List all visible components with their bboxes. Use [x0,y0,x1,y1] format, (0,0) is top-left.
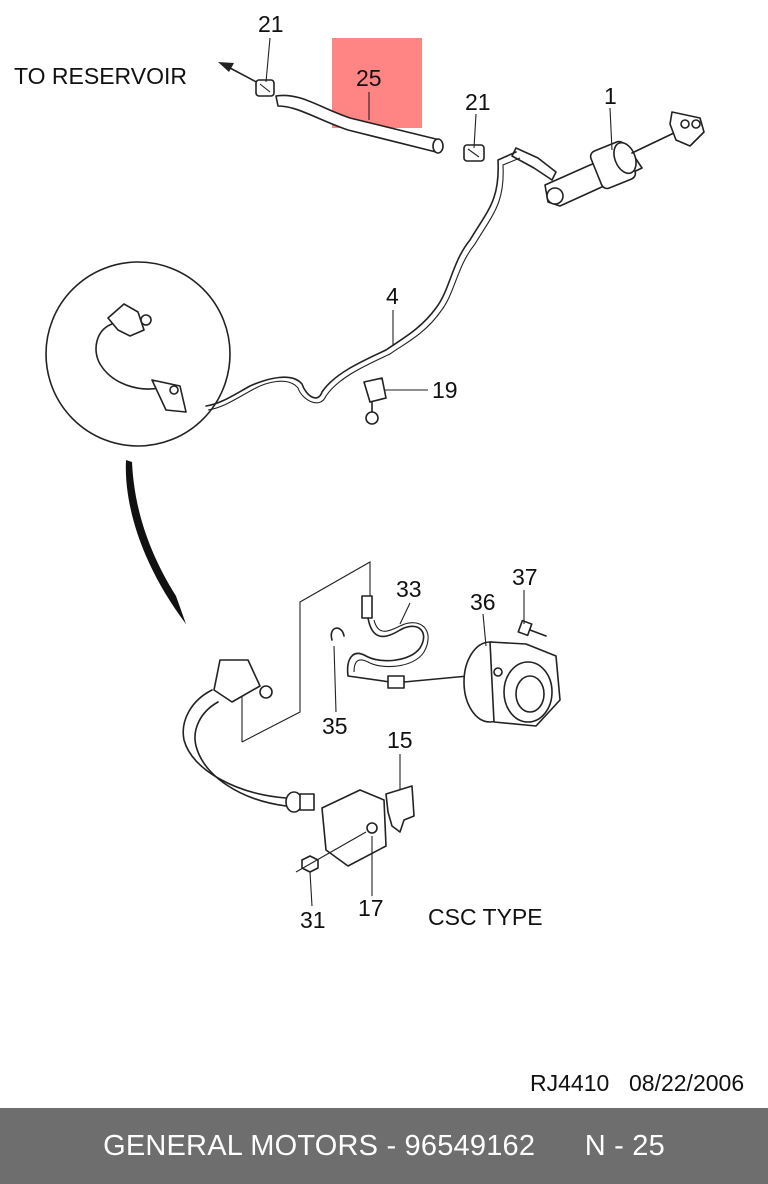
detail-pointer-arrow [125,460,186,624]
hose-bracket [321,789,387,867]
footer-spacer [535,1130,585,1163]
detail-frame-lines [241,561,371,743]
drawing-code: RJ4410 [530,1070,609,1096]
callout-21-lower: 21 [465,89,491,115]
callout-35: 35 [322,713,348,739]
hose-clamp-lower [463,144,485,162]
drawing-date: 08/22/2006 [629,1070,744,1096]
hose-clamp-upper [255,79,275,97]
callout-19: 19 [432,377,458,403]
csc-type-label: CSC TYPE [428,904,543,930]
callout-1: 1 [604,83,617,109]
clutch-pipe [205,151,517,407]
footer-page: N - 25 [584,1129,665,1162]
callout-17: 17 [358,895,384,921]
callout-25[interactable]: 25 [356,65,382,91]
to-reservoir-label: TO RESERVOIR [14,63,187,89]
clutch-master-cylinder [511,111,705,207]
callout-21-upper: 21 [258,11,284,37]
hose-retaining-clip [385,785,415,833]
pipe-bracket-clip [363,377,387,425]
callout-37: 37 [512,564,538,590]
reservoir-hose [275,94,444,154]
callout-15: 15 [387,727,413,753]
callout-31: 31 [300,907,326,933]
footer-title: GENERAL MOTORS - 96549162 [103,1129,536,1162]
concentric-slave-cylinder [463,641,561,727]
callout-36: 36 [470,589,496,615]
footer-bar: GENERAL MOTORS - 96549162 N - 25 [0,1108,768,1184]
clutch-hose [182,659,315,813]
leader-lines [265,37,613,907]
pipe-clip [330,627,345,641]
callout-4: 4 [386,283,399,309]
callout-33: 33 [396,576,422,602]
csc-pipe [346,595,469,689]
detail-circle [45,261,231,447]
csc-bolt [517,619,547,637]
parts-diagram: TO RESERVOIR [14,11,744,1096]
part-25-highlight[interactable] [332,38,422,128]
